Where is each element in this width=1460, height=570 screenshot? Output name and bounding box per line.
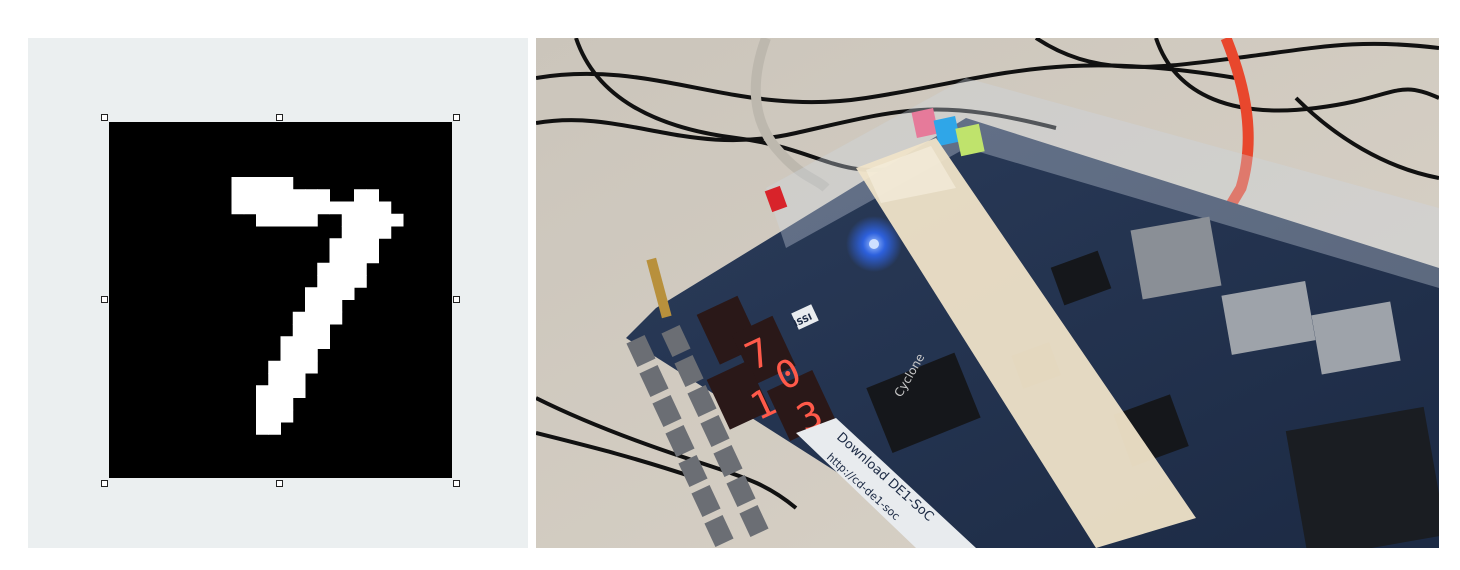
cables bbox=[536, 38, 1439, 510]
resize-handle-bottom-left[interactable] bbox=[101, 480, 108, 487]
resize-handle-bottom-right[interactable] bbox=[453, 480, 460, 487]
resize-handle-middle-right[interactable] bbox=[453, 296, 460, 303]
resize-handle-middle-left[interactable] bbox=[101, 296, 108, 303]
board-photo-illustration: Cyclone ISSI 7 0 1 3 bbox=[536, 38, 1439, 548]
paper-tape bbox=[856, 138, 1196, 548]
digit-image[interactable] bbox=[109, 122, 452, 478]
resize-handle-bottom-center[interactable] bbox=[276, 480, 283, 487]
resize-handle-top-left[interactable] bbox=[101, 114, 108, 121]
board-photo: Cyclone ISSI 7 0 1 3 bbox=[536, 38, 1439, 548]
board-label bbox=[796, 418, 976, 548]
digit-pixels bbox=[231, 177, 404, 435]
digit-image-panel bbox=[28, 38, 528, 548]
seven-segment-display: 7 0 1 3 bbox=[696, 295, 836, 441]
slide-switches bbox=[626, 324, 769, 548]
resize-handle-top-right[interactable] bbox=[453, 114, 460, 121]
resize-handle-top-center[interactable] bbox=[276, 114, 283, 121]
handwritten-digit-icon bbox=[231, 177, 404, 435]
